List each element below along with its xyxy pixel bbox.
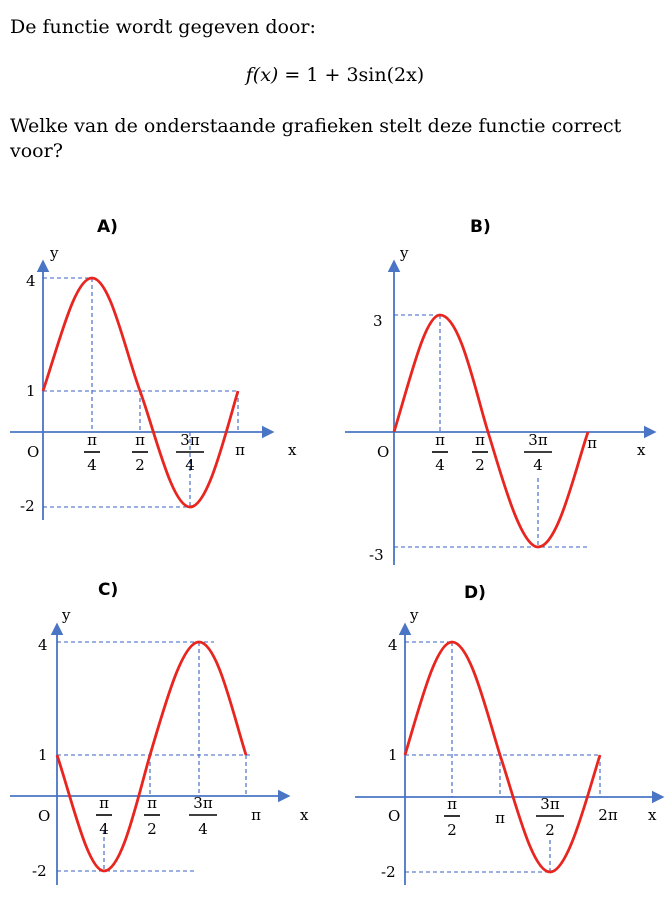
graph-d-x-label: x: [648, 806, 657, 824]
graph-c-xtick-2-num: π: [147, 794, 157, 812]
graph-b-xtick-4-num: π: [587, 434, 597, 452]
graph-c-xtick-3-den: 4: [198, 820, 208, 838]
graph-d: D) y x O 4 1 -2 π 2 π 3π 2 2π: [355, 583, 665, 885]
graph-c-origin: O: [38, 807, 50, 825]
graph-a-ytick-4: 4: [26, 272, 36, 290]
graph-c: C) y x O 4 1 -2 π 4 π 2 3π 4 π: [10, 580, 309, 885]
graph-c-xtick-4-num: π: [251, 806, 261, 824]
graph-a-origin: O: [27, 443, 39, 461]
graph-b: B) y x O 3 -3 π 4 π 2 3π 4 π: [345, 217, 657, 565]
graph-b-xtick-2-num: π: [475, 431, 485, 449]
graph-c-ytick-4: 4: [38, 636, 48, 654]
intro-text: De functie wordt gegeven door:: [10, 16, 316, 38]
graph-d-ytick-neg2: -2: [381, 863, 396, 881]
graph-b-ytick-neg3: -3: [369, 546, 384, 564]
graph-a-xtick-2-num: π: [135, 431, 145, 449]
graph-d-xtick-1-den: 2: [447, 821, 457, 839]
graph-a-ytick-neg2: -2: [20, 497, 35, 515]
graph-d-ytick-4: 4: [388, 636, 398, 654]
graph-d-ytick-1: 1: [388, 746, 398, 764]
graph-a-xtick-1-num: π: [87, 431, 97, 449]
graph-a-curve: [41, 276, 240, 509]
formula-lhs: f(x): [245, 64, 279, 86]
graph-c-title: C): [98, 580, 118, 600]
graph-b-ytick-3: 3: [373, 312, 383, 330]
graph-b-xtick-2-den: 2: [475, 456, 485, 474]
graph-d-y-label: y: [409, 606, 419, 624]
formula: f(x) = 1 + 3sin(2x): [0, 64, 670, 86]
graph-b-curve: [392, 313, 590, 549]
graph-c-xtick-1-num: π: [99, 794, 109, 812]
graph-d-origin: O: [388, 807, 400, 825]
graph-c-x-label: x: [300, 806, 309, 824]
graph-b-x-label: x: [637, 441, 646, 459]
graph-b-xtick-1-den: 4: [435, 456, 445, 474]
graph-d-xtick-3-num: 3π: [540, 795, 560, 813]
graph-b-xtick-1-num: π: [435, 431, 445, 449]
graph-b-y-label: y: [399, 244, 409, 262]
graph-d-title: D): [464, 583, 486, 603]
question-text: Welke van de onderstaande grafieken stel…: [10, 115, 622, 162]
graph-a-ytick-1: 1: [26, 382, 36, 400]
graph-c-xtick-2-den: 2: [147, 820, 157, 838]
graph-c-xtick-3-num: 3π: [193, 794, 213, 812]
graph-c-xtick-1-den: 4: [99, 820, 109, 838]
formula-rhs: = 1 + 3sin(2x): [284, 64, 425, 86]
graph-a-xtick-3-den: 4: [185, 456, 195, 474]
graph-d-xtick-2-num: π: [495, 809, 505, 827]
graph-d-xtick-1-num: π: [447, 795, 457, 813]
graph-a-x-label: x: [288, 441, 297, 459]
graph-a-xtick-1-den: 4: [87, 456, 97, 474]
graph-d-xtick-4-num: 2π: [598, 806, 618, 824]
graph-d-curve: [403, 640, 602, 874]
graph-a: A) y x O 4 1 -2 π 4 π 2 3π 4 π: [10, 217, 297, 520]
graph-a-xtick-4-num: π: [235, 441, 245, 459]
graph-a-y-label: y: [49, 244, 59, 262]
graph-c-ytick-1: 1: [38, 746, 48, 764]
graph-b-xtick-3-den: 4: [533, 456, 543, 474]
graph-b-xtick-3-num: 3π: [528, 431, 548, 449]
graph-a-xtick-2-den: 2: [135, 456, 145, 474]
graph-a-xtick-3-num: 3π: [180, 431, 200, 449]
graph-c-curve: [55, 640, 248, 873]
graph-b-title: B): [470, 217, 491, 237]
graph-c-ytick-neg2: -2: [32, 862, 47, 880]
graph-d-xtick-3-den: 2: [545, 821, 555, 839]
graph-c-y-label: y: [61, 606, 71, 624]
graph-a-title: A): [97, 217, 118, 237]
graph-b-origin: O: [377, 443, 389, 461]
